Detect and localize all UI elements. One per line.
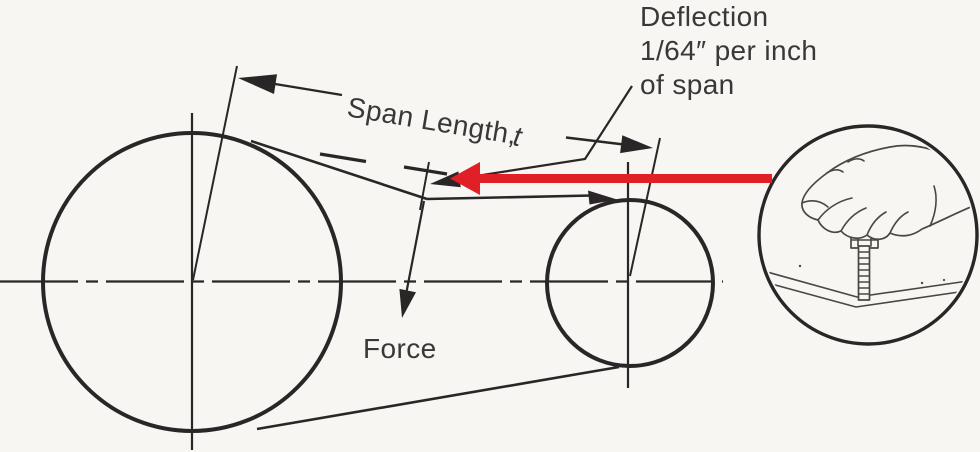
belt-right-arrowhead-icon (588, 190, 617, 205)
belt-bottom-segment (256, 365, 620, 431)
svg-text:1/64″ per inch: 1/64″ per inch (640, 35, 817, 66)
red-pointer-arrow-icon (450, 162, 772, 195)
force-arrow-line (404, 200, 426, 298)
large-pulley-circle (41, 131, 343, 433)
belt-surface-sketch (762, 264, 969, 308)
deflection-leader-arrowhead-icon (430, 171, 461, 188)
deflection-label: Deflection 1/64″ per inch of span (640, 1, 817, 100)
deflected-belt-left-segment (250, 139, 428, 201)
undeflected-belt-dashed-line (319, 152, 448, 176)
span-length-label: Span Length, (345, 91, 519, 150)
right-span-tick-line (629, 137, 661, 277)
svg-text:Deflection: Deflection (640, 1, 769, 32)
tension-gauge-inset (757, 124, 979, 346)
deflected-belt-right-segment (426, 194, 593, 201)
small-pulley-circle (545, 198, 715, 368)
force-label: Force (363, 333, 437, 364)
hand-sketch (801, 144, 974, 241)
span-right-arrowhead-icon (620, 135, 653, 154)
svg-text:of span: of span (640, 69, 735, 100)
span-left-arrowhead-icon (238, 74, 277, 94)
left-span-tick-line (192, 65, 238, 281)
deflection-tick-line (419, 161, 430, 211)
force-arrowhead-icon (399, 288, 416, 318)
